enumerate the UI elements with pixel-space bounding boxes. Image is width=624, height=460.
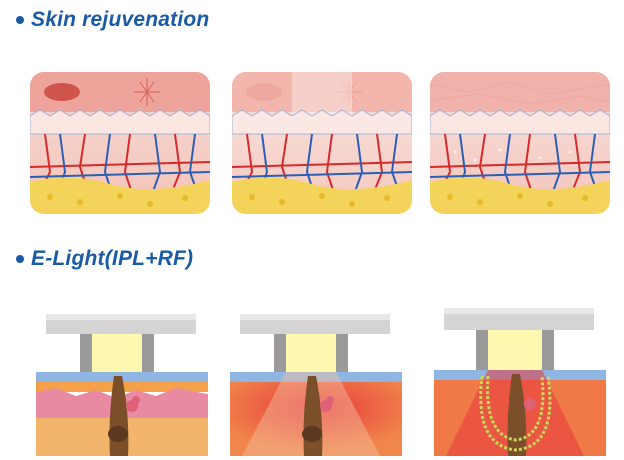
skin-stage-3-icon xyxy=(430,72,610,214)
elight-title: E-Light(IPL+RF) xyxy=(31,247,194,270)
elight-heading: E-Light(IPL+RF) xyxy=(16,247,193,271)
skin-stage-1-icon xyxy=(30,72,210,214)
ipl-panel-3 xyxy=(434,306,606,456)
bullet-icon xyxy=(16,16,24,24)
ipl-stage-3-icon xyxy=(434,308,606,456)
skin-panel-3 xyxy=(430,72,610,214)
bullet-icon xyxy=(16,255,24,263)
skin-stage-2-icon xyxy=(232,72,412,214)
ipl-stage-1-icon xyxy=(36,314,208,456)
skin-rejuvenation-heading: Skin rejuvenation xyxy=(16,8,209,32)
skin-panel-1 xyxy=(30,72,210,214)
skin-panel-2 xyxy=(232,72,412,214)
ipl-panel-2 xyxy=(230,306,402,456)
ipl-panel-1 xyxy=(36,306,208,456)
ipl-stage-2-icon xyxy=(230,314,402,456)
skin-rejuvenation-title: Skin rejuvenation xyxy=(31,8,210,31)
